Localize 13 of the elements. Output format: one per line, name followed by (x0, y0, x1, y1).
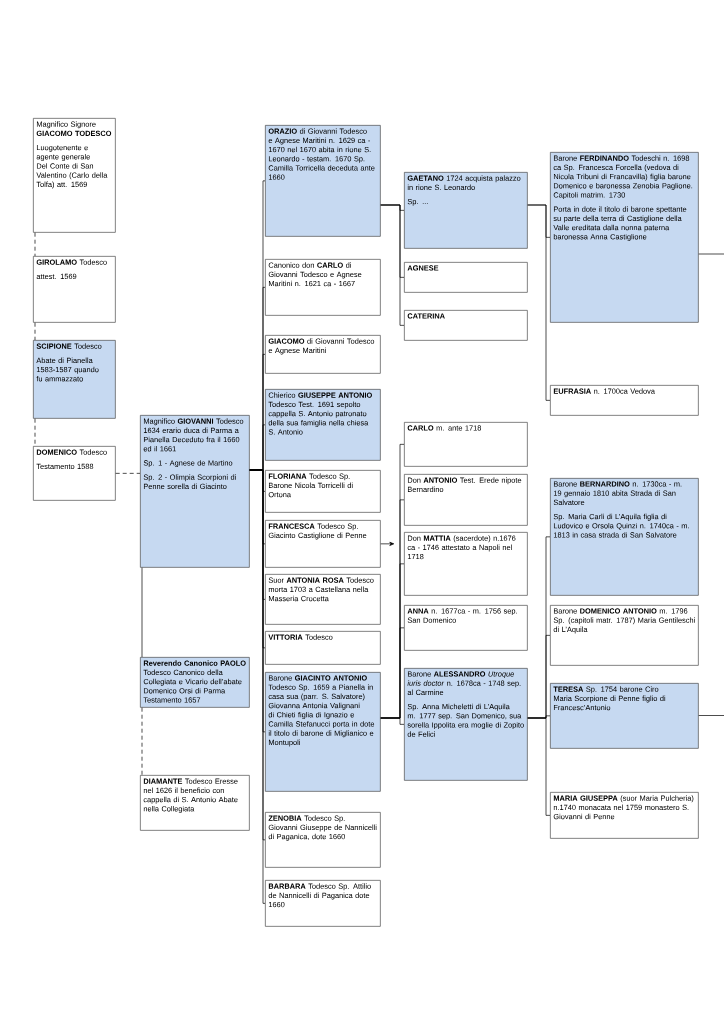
connector-line (115, 473, 141, 474)
connector-line (141, 707, 143, 776)
arrow (380, 541, 395, 546)
connector-line (380, 717, 405, 725)
connector-line (527, 204, 551, 401)
connector-line (34, 322, 36, 341)
connector-line (34, 418, 36, 447)
connector-line (527, 717, 551, 816)
connector-line (698, 253, 724, 255)
connector-line (141, 567, 143, 658)
connector-line (380, 204, 405, 326)
connector-line (698, 715, 724, 716)
connector-line (34, 232, 36, 257)
